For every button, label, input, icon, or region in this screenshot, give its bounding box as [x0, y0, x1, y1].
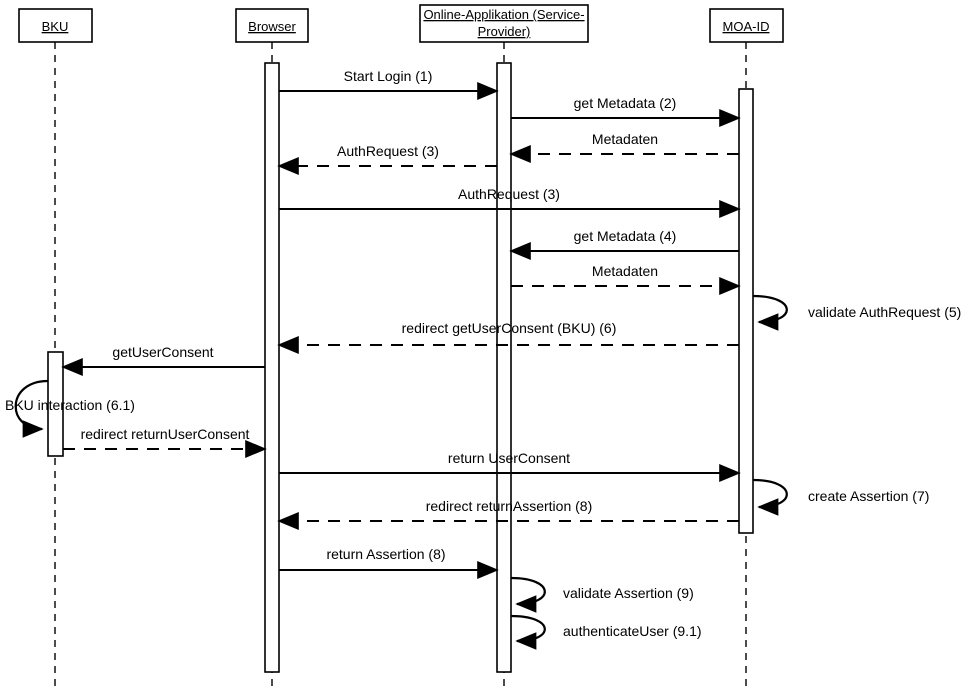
- self-message-validate-authrequest[interactable]: validate AuthRequest (5): [752, 294, 961, 331]
- self-message-create-assertion[interactable]: create Assertion (7): [752, 478, 929, 516]
- self-message-authenticate-user[interactable]: authenticateUser (9.1): [510, 614, 702, 650]
- self-message-loop: [752, 478, 788, 516]
- message-get-metadata-2[interactable]: get Metadata (2): [511, 95, 741, 127]
- message-redirect-getuserconsent-bku-6[interactable]: redirect getUserConsent (BKU) (6): [277, 320, 739, 354]
- self-message-loop: [14, 379, 49, 438]
- activation-bar-moaid[interactable]: [738, 88, 754, 534]
- message-return-userconsent[interactable]: return UserConsent: [279, 450, 741, 482]
- message-label: return UserConsent: [448, 450, 570, 466]
- self-message-label: create Assertion (7): [808, 488, 929, 504]
- lifeline-moaid[interactable]: MOA-ID: [709, 8, 784, 687]
- message-get-metadata-4[interactable]: get Metadata (4): [509, 228, 739, 260]
- lifeline-header-box-moaid[interactable]: [709, 8, 784, 43]
- self-message-label: validate Assertion (9): [563, 585, 694, 601]
- lifeline-label-sp-line2: Provider): [478, 24, 531, 39]
- message-label: AuthRequest (3): [458, 186, 560, 202]
- activation-bar-browser[interactable]: [264, 62, 280, 673]
- message-redirect-returnassertion-8[interactable]: redirect returnAssertion (8): [277, 498, 739, 530]
- lifeline-label-moaid: MOA-ID: [723, 19, 770, 34]
- self-message-loop: [510, 576, 546, 613]
- messages-layer: Start Login (1) get Metadata (2) Metadaten…: [61, 68, 741, 579]
- message-metadaten[interactable]: Metadaten: [509, 131, 739, 163]
- lifeline-label-sp: Online-Applikation (Service-: [423, 7, 584, 22]
- message-label: redirect returnUserConsent: [81, 426, 250, 442]
- lifeline-label-bku: BKU: [42, 19, 69, 34]
- message-redirect-returnuserconsent[interactable]: redirect returnUserConsent: [63, 426, 267, 458]
- self-message-label: authenticateUser (9.1): [563, 623, 702, 639]
- message-label: return Assertion (8): [326, 546, 445, 562]
- message-label: getUserConsent: [112, 344, 213, 360]
- message-return-assertion-8[interactable]: return Assertion (8): [279, 546, 499, 579]
- message-authrequest-3[interactable]: AuthRequest (3): [277, 143, 497, 175]
- message-label: Metadaten: [592, 263, 658, 279]
- self-messages-layer: validate AuthRequest (5) BKU interaction …: [5, 294, 961, 650]
- lifeline-header-box-browser[interactable]: [235, 8, 309, 43]
- self-message-label: BKU interaction (6.1): [5, 397, 135, 413]
- self-message-validate-assertion[interactable]: validate Assertion (9): [510, 576, 694, 613]
- lifeline-header-box-bku[interactable]: [18, 8, 93, 43]
- message-label: Start Login (1): [344, 68, 433, 84]
- lifeline-label-browser: Browser: [248, 19, 296, 34]
- message-label: redirect getUserConsent (BKU) (6): [402, 320, 617, 336]
- message-start-login-1[interactable]: Start Login (1): [279, 68, 499, 100]
- activations-layer: [47, 62, 754, 673]
- self-message-loop: [752, 294, 788, 331]
- message-metadaten[interactable]: Metadaten: [511, 263, 741, 295]
- lifeline-bku[interactable]: BKU: [18, 8, 93, 687]
- message-label: AuthRequest (3): [337, 143, 439, 159]
- self-message-loop: [510, 614, 546, 650]
- message-label: Metadaten: [592, 131, 658, 147]
- self-message-label: validate AuthRequest (5): [808, 304, 961, 320]
- activation-bar-bku[interactable]: [47, 351, 64, 457]
- message-getuserconsent[interactable]: getUserConsent: [61, 344, 265, 376]
- activation-bar-sp[interactable]: [496, 62, 512, 673]
- message-label: redirect returnAssertion (8): [426, 498, 593, 514]
- self-message-bku-interaction[interactable]: BKU interaction (6.1): [5, 379, 135, 438]
- message-authrequest-3[interactable]: AuthRequest (3): [279, 186, 741, 218]
- message-label: get Metadata (4): [574, 228, 677, 244]
- message-label: get Metadata (2): [574, 95, 677, 111]
